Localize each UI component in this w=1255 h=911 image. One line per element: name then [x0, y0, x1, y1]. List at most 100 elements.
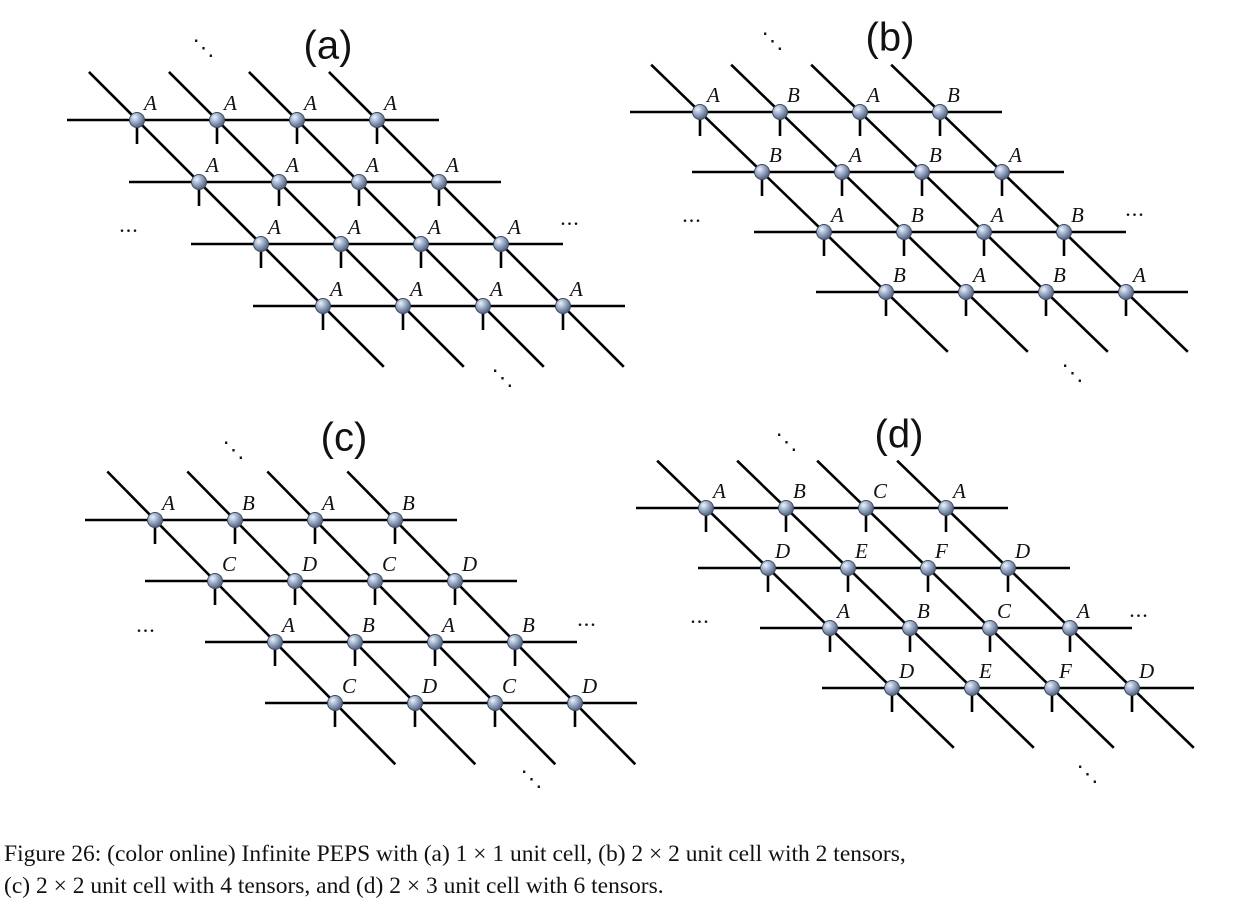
tensor-label: D: [1014, 539, 1030, 563]
tensor-label: A: [222, 91, 237, 115]
tensor-label: A: [829, 203, 844, 227]
tensor-node: [1038, 284, 1054, 300]
panel-title: (a): [304, 24, 353, 68]
tensor-label: A: [951, 479, 966, 503]
tensor-node: [567, 695, 583, 711]
tensor-label: A: [865, 83, 880, 107]
tensor-node: [884, 680, 900, 696]
left-ellipsis: ...: [119, 212, 139, 237]
tensor-node: [1000, 560, 1016, 576]
caption-line-1: Figure 26: (color online) Infinite PEPS …: [4, 841, 906, 867]
tensor-label: D: [1138, 659, 1154, 683]
tensor-label: A: [847, 143, 862, 167]
tensor-node: [431, 174, 447, 190]
tensor-label: A: [705, 83, 720, 107]
tensor-node: [1044, 680, 1060, 696]
tensor-label: A: [1131, 263, 1146, 287]
tensor-node: [852, 104, 868, 120]
tensor-node: [1056, 224, 1072, 240]
tensor-label: B: [917, 599, 930, 623]
tensor-node: [367, 573, 383, 589]
tensor-node: [1124, 680, 1140, 696]
tensor-node: [369, 112, 385, 128]
tensor-label: A: [328, 277, 343, 301]
tensor-node: [896, 224, 912, 240]
tensor-label: B: [769, 143, 782, 167]
tensor-node: [920, 560, 936, 576]
tensor-label: F: [934, 539, 948, 563]
tensor-label: D: [581, 674, 597, 698]
tensor-label: A: [835, 599, 850, 623]
tensor-node: [207, 573, 223, 589]
panel-title: (c): [321, 416, 368, 460]
tensor-label: A: [160, 491, 175, 515]
tensor-label: B: [1071, 203, 1084, 227]
right-ellipsis: ...: [577, 606, 597, 631]
panel-title: (b): [866, 16, 915, 60]
tensor-label: A: [711, 479, 726, 503]
tensor-node: [347, 634, 363, 650]
tensor-node: [772, 104, 788, 120]
tensor-label: C: [502, 674, 517, 698]
tensor-node: [914, 164, 930, 180]
tensor-node: [289, 112, 305, 128]
tensor-node: [778, 500, 794, 516]
tensor-node: [413, 236, 429, 252]
tensor-label: A: [1007, 143, 1022, 167]
tensor-label: B: [947, 83, 960, 107]
tensor-label: C: [873, 479, 888, 503]
tensor-label: B: [929, 143, 942, 167]
tensor-label: A: [971, 263, 986, 287]
tensor-node: [147, 512, 163, 528]
tensor-label: E: [854, 539, 868, 563]
tensor-node: [958, 284, 974, 300]
tensor-node: [267, 634, 283, 650]
tensor-node: [327, 695, 343, 711]
tensor-label: A: [1075, 599, 1090, 623]
tensor-node: [878, 284, 894, 300]
tensor-label: D: [774, 539, 790, 563]
bottom-diagonal-ellipsis: ⋱: [492, 365, 515, 390]
tensor-node: [487, 695, 503, 711]
tensor-label: A: [302, 91, 317, 115]
tensor-node: [834, 164, 850, 180]
tensor-node: [816, 224, 832, 240]
tensor-node: [982, 620, 998, 636]
tensor-node: [129, 112, 145, 128]
tensor-label: C: [382, 552, 397, 576]
tensor-label: B: [1053, 263, 1066, 287]
tensor-label: B: [787, 83, 800, 107]
tensor-node: [307, 512, 323, 528]
bottom-diagonal-ellipsis: ⋱: [1062, 360, 1085, 385]
tensor-label: F: [1058, 659, 1072, 683]
tensor-node: [964, 680, 980, 696]
tensor-label: D: [898, 659, 914, 683]
left-ellipsis: ...: [136, 612, 156, 637]
tensor-node: [760, 560, 776, 576]
tensor-node: [1118, 284, 1134, 300]
top-diagonal-ellipsis: ⋱: [223, 437, 246, 462]
tensor-label: A: [426, 215, 441, 239]
tensor-node: [698, 500, 714, 516]
tensor-node: [447, 573, 463, 589]
right-ellipsis: ...: [1129, 597, 1149, 622]
tensor-label: A: [440, 613, 455, 637]
tensor-label: B: [893, 263, 906, 287]
tensor-label: A: [488, 277, 503, 301]
top-diagonal-ellipsis: ⋱: [776, 429, 799, 454]
tensor-node: [191, 174, 207, 190]
tensor-node: [351, 174, 367, 190]
top-diagonal-ellipsis: ⋱: [193, 35, 216, 60]
tensor-label: A: [142, 91, 157, 115]
right-ellipsis: ...: [560, 205, 580, 230]
tensor-label: B: [911, 203, 924, 227]
tensor-node: [333, 236, 349, 252]
tensor-label: B: [402, 491, 415, 515]
tensor-label: C: [342, 674, 357, 698]
tensor-label: A: [506, 215, 521, 239]
tensor-node: [840, 560, 856, 576]
